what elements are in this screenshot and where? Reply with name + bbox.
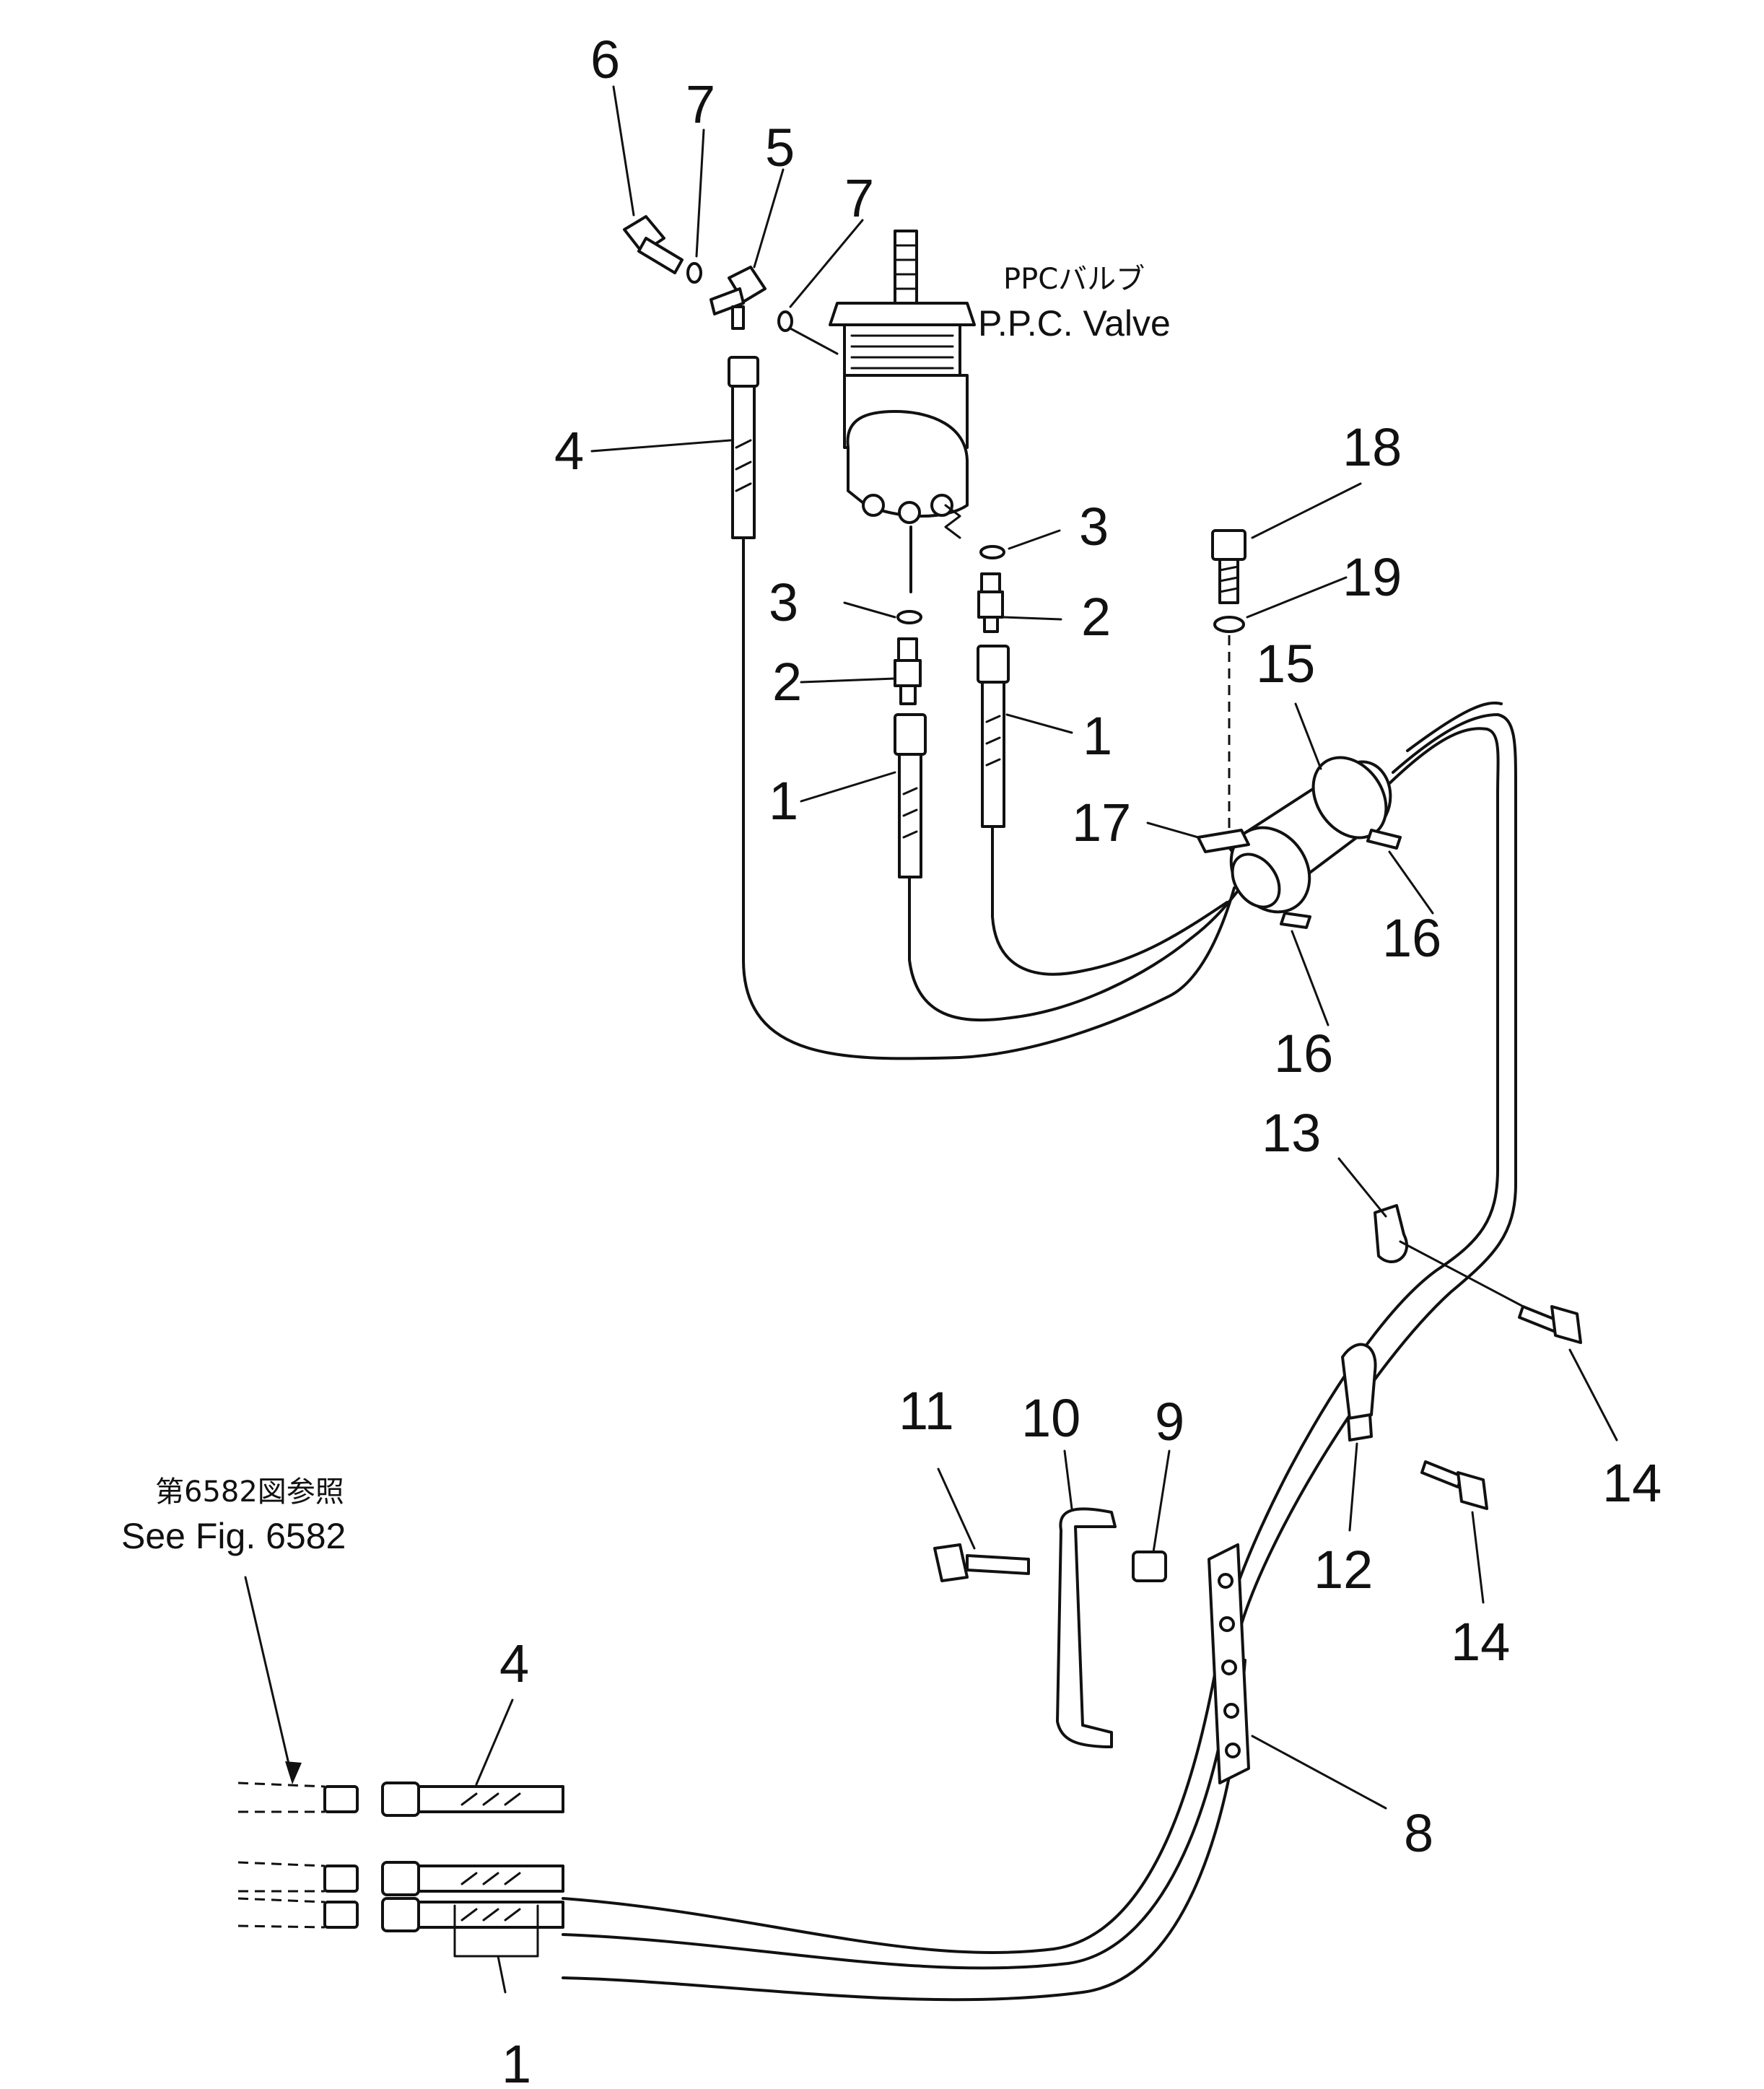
bracket-8 — [1208, 1543, 1250, 1784]
callout-2-middle: 2 — [772, 652, 802, 712]
callout-6: 6 — [590, 30, 620, 90]
callout-1-middle: 1 — [769, 771, 798, 831]
nipple-2-middle — [894, 637, 922, 705]
callout-7-right: 7 — [844, 168, 874, 228]
callout-13: 13 — [1262, 1103, 1321, 1163]
nipple-2-right — [977, 572, 1004, 633]
hose-1-right-end — [977, 645, 1010, 828]
callout-8: 8 — [1404, 1803, 1433, 1863]
ppc-valve-label-en: P.P.C. Valve — [978, 303, 1171, 344]
o-ring-3-right — [979, 545, 1005, 559]
elbow-5 — [709, 266, 767, 330]
hose-1-middle-end — [894, 713, 927, 878]
callout-16-right: 16 — [1382, 908, 1441, 968]
washer-19 — [1213, 616, 1245, 633]
grommet-15 — [1197, 756, 1402, 929]
text-labels: PPCバルブ P.P.C. Valve 第6582図参照 See Fig. 65… — [121, 263, 1171, 1556]
connector-6 — [623, 215, 684, 274]
o-ring-7-right — [777, 310, 793, 332]
callout-3-right: 3 — [1079, 497, 1109, 557]
callout-1-lower: 1 — [502, 2034, 531, 2089]
callout-5: 5 — [765, 118, 795, 178]
ppc-valve-label-jp: PPCバルブ — [1003, 263, 1145, 296]
bolt-14-lower — [1420, 1460, 1488, 1510]
callout-12: 12 — [1314, 1540, 1373, 1600]
bolt-11 — [933, 1543, 1030, 1582]
callout-14-upper: 14 — [1602, 1453, 1662, 1513]
bolt-14-upper — [1518, 1305, 1582, 1344]
callout-16-lower: 16 — [1274, 1024, 1333, 1083]
callout-4-lower: 4 — [499, 1634, 529, 1693]
ppc-valve — [829, 230, 976, 539]
hose-bundle — [562, 525, 1517, 2002]
callout-7-left: 7 — [686, 74, 715, 134]
clip-10 — [1056, 1507, 1117, 1748]
leader-lines — [244, 85, 1618, 1994]
spacer-9 — [1132, 1551, 1167, 1582]
o-ring-3-middle — [896, 610, 922, 624]
callout-11: 11 — [899, 1381, 954, 1441]
callout-17: 17 — [1072, 793, 1131, 852]
callout-1-right: 1 — [1083, 706, 1112, 766]
o-ring-7-left — [686, 262, 702, 284]
callout-18: 18 — [1342, 417, 1402, 477]
bolt-18 — [1211, 529, 1246, 604]
callout-19: 19 — [1342, 547, 1402, 607]
callout-15: 15 — [1256, 634, 1315, 694]
callout-numbers: 6 7 5 7 4 18 3 19 3 2 15 2 1 1 17 16 16 … — [499, 30, 1662, 2089]
callout-4-upper: 4 — [554, 421, 584, 481]
callout-10: 10 — [1021, 1388, 1080, 1448]
clamp-12 — [1341, 1343, 1377, 1442]
see-fig-label-en: See Fig. 6582 — [121, 1516, 346, 1556]
callout-3-middle: 3 — [769, 572, 798, 632]
hose-4-upper-end — [728, 356, 759, 539]
clamp-13 — [1374, 1204, 1409, 1264]
callout-2-right: 2 — [1081, 587, 1111, 647]
see-fig-label-jp: 第6582図参照 — [155, 1475, 344, 1509]
callout-14-lower: 14 — [1451, 1612, 1510, 1672]
callout-9: 9 — [1155, 1392, 1184, 1452]
lower-hose-ends — [237, 1781, 564, 1932]
